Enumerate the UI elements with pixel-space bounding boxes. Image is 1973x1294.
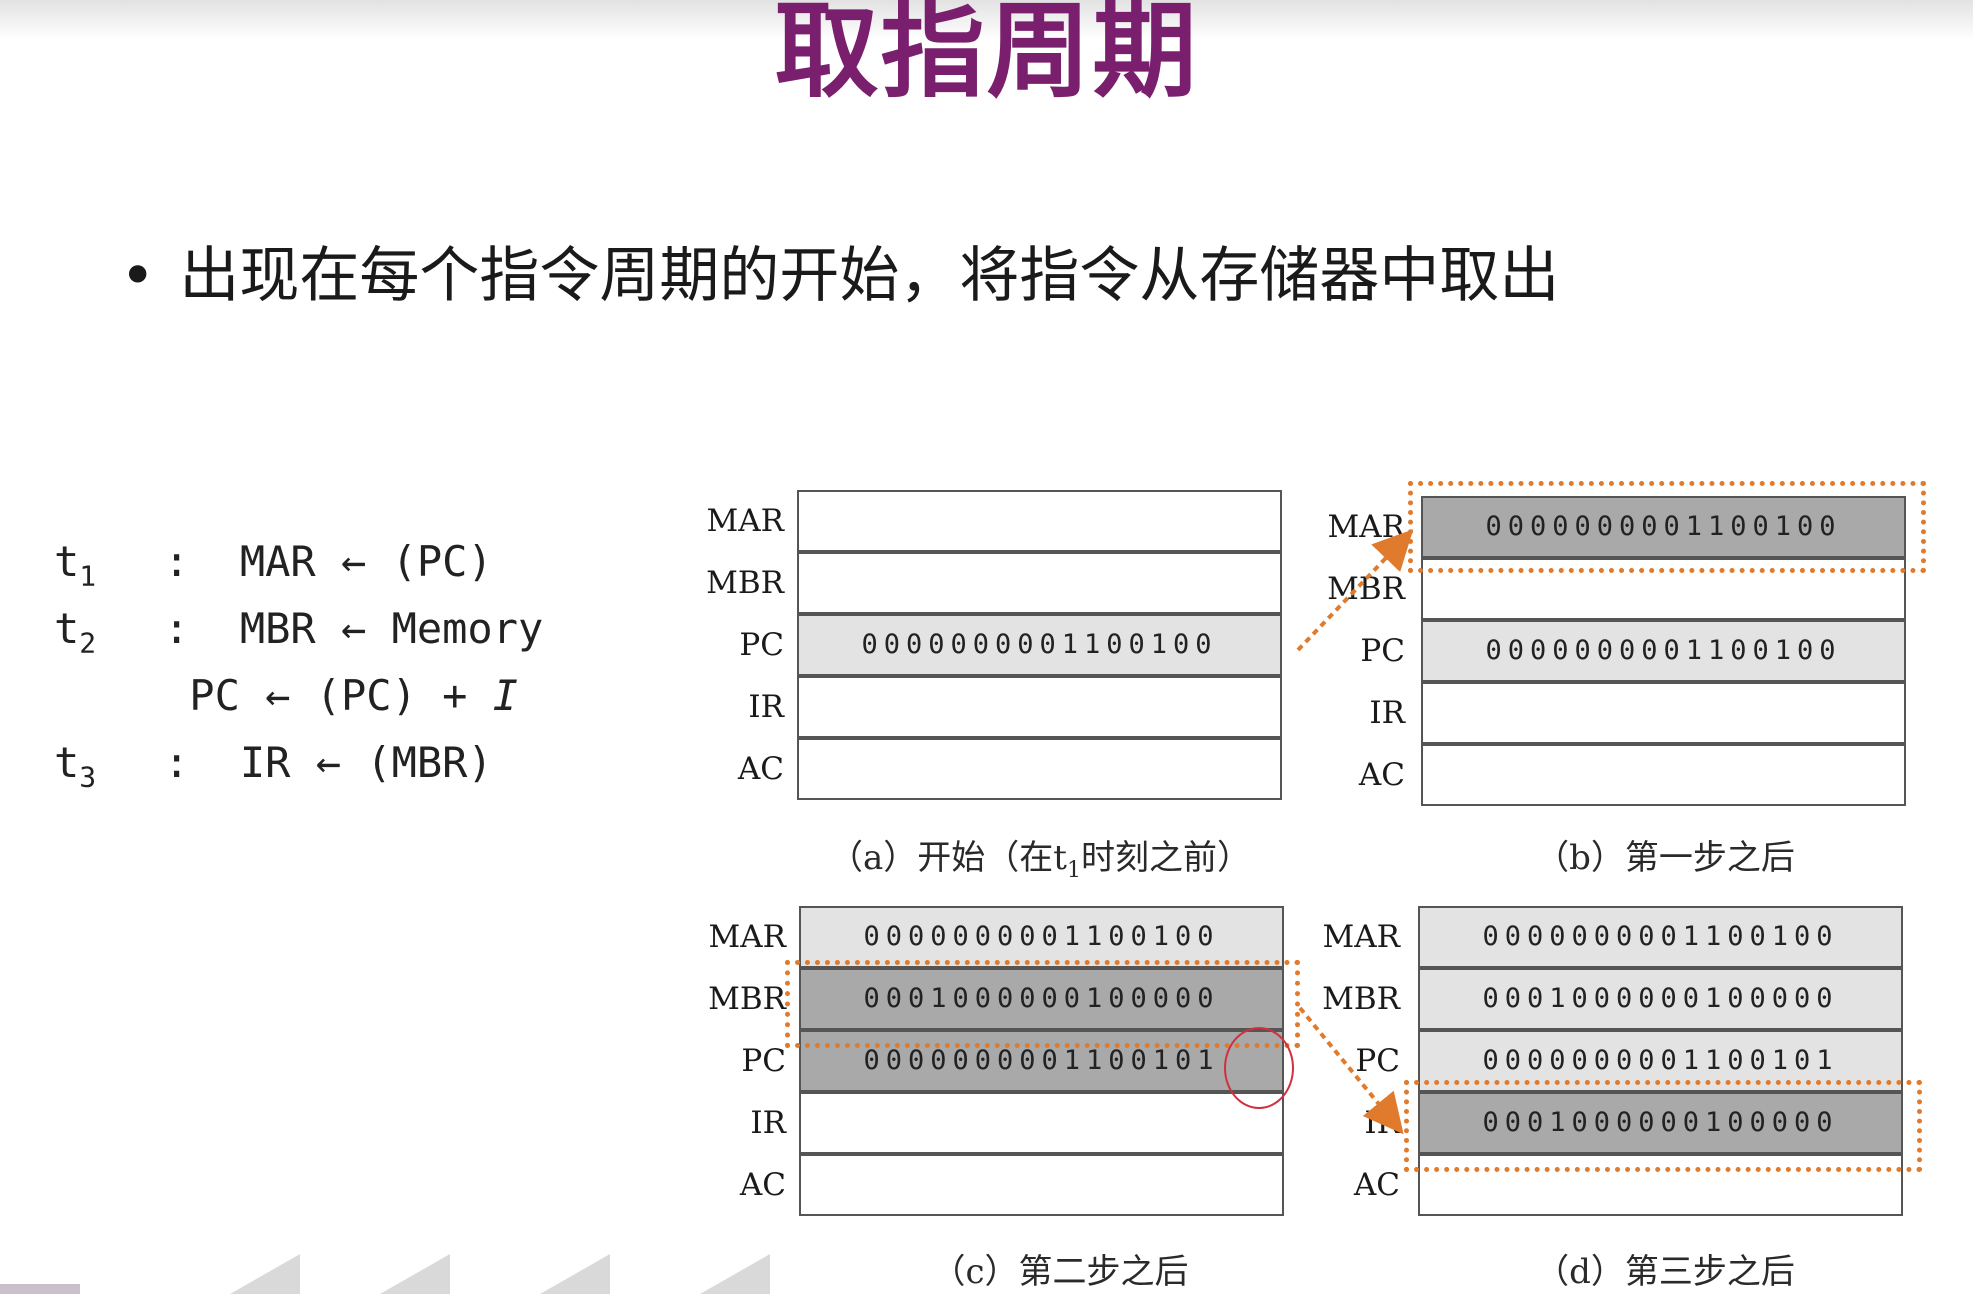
- rtl-step-t3: t3: [54, 738, 97, 794]
- panel-a-pc-register: 0000000001100100: [797, 614, 1282, 676]
- panel-c-ac-register: [799, 1154, 1284, 1216]
- panel-a-pc-label: PC: [739, 627, 784, 663]
- panel-c-ir-label: IR: [750, 1105, 786, 1141]
- panel-d-ac-label: AC: [1353, 1167, 1400, 1203]
- bullet-point: • 出现在每个指令周期的开始，将指令从存储器中取出: [120, 240, 1559, 312]
- panel-a-mbr-register: [797, 552, 1282, 614]
- panel-b-ac-register: [1421, 744, 1906, 806]
- rtl-line-t3: t3 : IR ← (MBR): [54, 729, 543, 796]
- slide-title: 取指周期: [774, 0, 1199, 112]
- panel-c-mbr-highlight: [785, 960, 1300, 1048]
- panel-c-mbr-register: 0001000000100000: [799, 968, 1284, 1030]
- panel-b-ac-label: AC: [1358, 757, 1405, 793]
- panel-a-ac-register: [797, 738, 1282, 800]
- rtl-step-t1: t1: [54, 537, 97, 593]
- panel-d-caption: （d）第三步之后: [1535, 1252, 1795, 1292]
- panel-d-ir-highlight: [1404, 1080, 1922, 1172]
- pc-increment-circle: [1224, 1027, 1294, 1109]
- rtl-text-t2: : MBR ← Memory: [164, 604, 544, 653]
- panel-d-mbr-register: 0001000000100000: [1418, 968, 1903, 1030]
- panel-c-mar-label: MAR: [708, 919, 786, 955]
- panel-a-mbr-label: MBR: [706, 565, 784, 601]
- panel-c-ac-label: AC: [739, 1167, 786, 1203]
- panel-a-ac-label: AC: [737, 751, 784, 787]
- panel-d-ir-register: 0001000000100000: [1418, 1092, 1903, 1154]
- bullet-dot-icon: •: [120, 241, 156, 311]
- panel-c-ir-register: [799, 1092, 1284, 1154]
- panel-a-ir-label: IR: [748, 689, 784, 725]
- panel-b-pc-label: PC: [1360, 633, 1405, 669]
- panel-d-pc-label: PC: [1355, 1043, 1400, 1079]
- panel-b-mar-register: 0000000001100100: [1421, 496, 1906, 558]
- panel-d-ac-register: [1418, 1154, 1903, 1216]
- panel-a-ir-register: [797, 676, 1282, 738]
- rtl-text-t3: : IR ← (MBR): [164, 738, 493, 787]
- panel-d-mar-label: MAR: [1322, 919, 1400, 955]
- panel-a-mar-register: [797, 490, 1282, 552]
- decorative-footer-pattern: [0, 1254, 770, 1294]
- panel-c-mbr-label: MBR: [708, 981, 786, 1017]
- panel-c-pc-label: PC: [741, 1043, 786, 1079]
- rtl-text-pc-increment: PC ← (PC) + I: [189, 671, 519, 720]
- rtl-text-t1: : MAR ← (PC): [164, 537, 493, 586]
- panel-b-pc-register: 0000000001100100: [1421, 620, 1906, 682]
- panel-b-ir-register: [1421, 682, 1906, 744]
- panel-b-mar-highlight: [1408, 481, 1926, 573]
- panel-a-caption: （a）开始（在t1时刻之前）: [829, 838, 1251, 883]
- bullet-text: 出现在每个指令周期的开始，将指令从存储器中取出: [179, 241, 1560, 311]
- rtl-line-t2: t2 : MBR ← Memory: [54, 595, 543, 662]
- rtl-line-t1: t1 : MAR ← (PC): [54, 528, 543, 595]
- arrow-mbr-to-ir: [1298, 1006, 1404, 1135]
- rtl-statements: t1 : MAR ← (PC) t2 : MBR ← Memory PC ← (PC…: [54, 528, 543, 796]
- panel-a-mar-label: MAR: [706, 503, 784, 539]
- rtl-line-pc-increment: PC ← (PC) + I: [54, 662, 543, 729]
- panel-c-mar-register: 0000000001100100: [799, 906, 1284, 968]
- panel-c-caption: （c）第二步之后: [931, 1252, 1189, 1292]
- panel-c-pc-register: 0000000001100101: [799, 1030, 1284, 1092]
- top-shade: [0, 0, 1973, 40]
- arrow-pc-to-mar: [1296, 529, 1414, 652]
- rtl-step-t2: t2: [54, 604, 97, 660]
- panel-b-ir-label: IR: [1369, 695, 1405, 731]
- panel-d-mbr-label: MBR: [1322, 981, 1400, 1017]
- panel-d-mar-register: 0000000001100100: [1418, 906, 1903, 968]
- panel-b-caption: （b）第一步之后: [1535, 838, 1795, 878]
